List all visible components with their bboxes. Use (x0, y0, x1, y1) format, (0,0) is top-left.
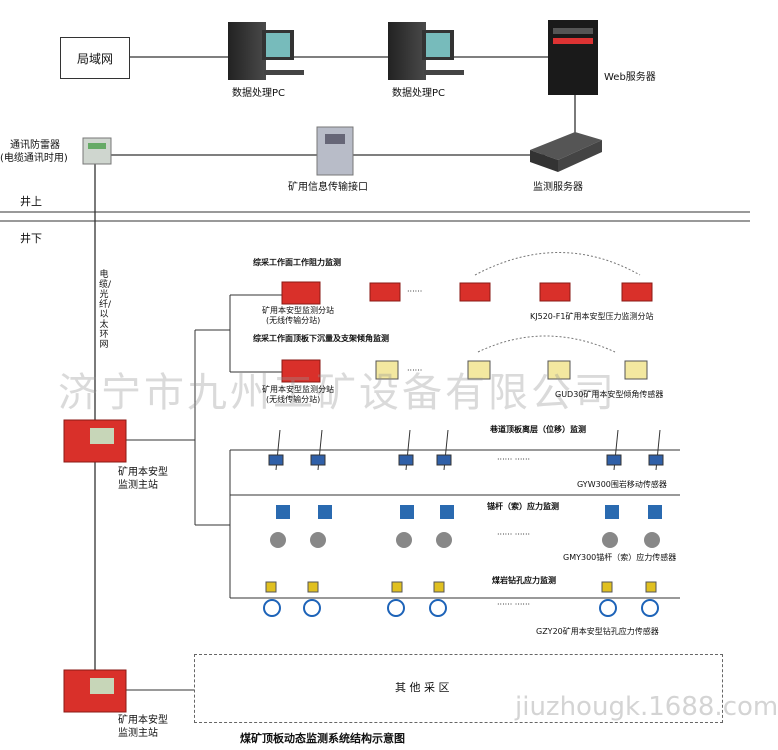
pc-2[interactable] (388, 22, 464, 80)
main-station-label-2: 监测主站 (118, 480, 158, 491)
lightning-protector-note: (电缆通讯时用) (0, 153, 68, 164)
watermark: 济宁市九州工矿设备有限公司 (58, 370, 617, 416)
diagram-title: 煤矿顶板动态监测系统结构示意图 (240, 732, 405, 745)
other-area-box (194, 654, 723, 723)
monitor-server-label: 监测服务器 (533, 182, 583, 193)
group4-sensor-label: GMY300锚杆（索）应力传感器 (563, 553, 677, 562)
web-server-label: Web服务器 (604, 72, 656, 83)
main-station-2-label-1: 矿用本安型 (118, 715, 168, 726)
trunk-label: 电缆/光纤/以太环网 (99, 270, 112, 350)
interface-label: 矿用信息传输接口 (288, 182, 368, 193)
wireless-arcs (474, 252, 641, 353)
group3-dots: ······ ······ (497, 455, 531, 464)
branch-lines (125, 294, 680, 691)
lightning-protector-label: 通讯防雷器 (10, 140, 60, 151)
other-area-label: 其 他 采 区 (395, 681, 450, 694)
monitor-server-device (530, 132, 602, 172)
group2-dots: ······ (407, 366, 423, 375)
group4-dots: ······ ······ (497, 530, 531, 539)
group2-substation-label: 矿用本安型监测分站 (262, 385, 334, 394)
group2-sensor-label: GUD30矿用本安型倾角传感器 (555, 390, 664, 399)
lightning-protector-device (82, 137, 112, 165)
watermark-url: jiuzhougk.1688.com (515, 692, 778, 722)
pc-1[interactable] (228, 22, 304, 80)
group5-sensor-label: GZY20矿用本安型钻孔应力传感器 (536, 627, 659, 636)
web-server-tower[interactable] (548, 20, 598, 95)
main-station-device[interactable] (63, 419, 127, 463)
lan-box[interactable]: 局域网 (60, 37, 130, 79)
interface-device (316, 126, 354, 176)
underground-label: 井下 (20, 232, 42, 245)
group5-sensors (263, 581, 659, 617)
group2-substation[interactable] (281, 359, 321, 383)
group1-sensors (369, 282, 653, 302)
main-station-label-1: 矿用本安型 (118, 467, 168, 478)
group4-heading: 锚杆（索）应力监测 (487, 502, 559, 511)
group1-sensor-label: KJ520-F1矿用本安型压力监测分站 (530, 312, 654, 321)
group1-substation-label: 矿用本安型监测分站 (262, 306, 334, 315)
group1-heading: 综采工作面工作阻力监测 (253, 258, 341, 267)
group3-heading: 巷道顶板离层（位移）监测 (490, 425, 586, 434)
group5-heading: 煤岩钻孔应力监测 (492, 576, 556, 585)
group2-heading: 综采工作面顶板下沉量及支架倾角监测 (253, 334, 389, 343)
main-station-2-label-2: 监测主站 (118, 728, 158, 739)
above-ground-label: 井上 (20, 195, 42, 208)
group4-sensors (270, 505, 662, 548)
group1-substation[interactable] (281, 281, 321, 305)
main-station-device-2[interactable] (63, 669, 127, 713)
pc2-label: 数据处理PC (392, 88, 446, 99)
group2-sensors (375, 360, 648, 380)
pc1-label: 数据处理PC (232, 88, 286, 99)
diagram-canvas (0, 20, 750, 713)
group3-sensors (268, 429, 664, 471)
group2-substation-note: (无线传输分站) (266, 395, 321, 404)
group1-dots: ······ (407, 287, 423, 296)
group1-substation-note: (无线传输分站) (266, 316, 321, 325)
group3-sensor-label: GYW300围岩移动传感器 (577, 480, 667, 489)
group5-dots: ······ ······ (497, 600, 531, 609)
